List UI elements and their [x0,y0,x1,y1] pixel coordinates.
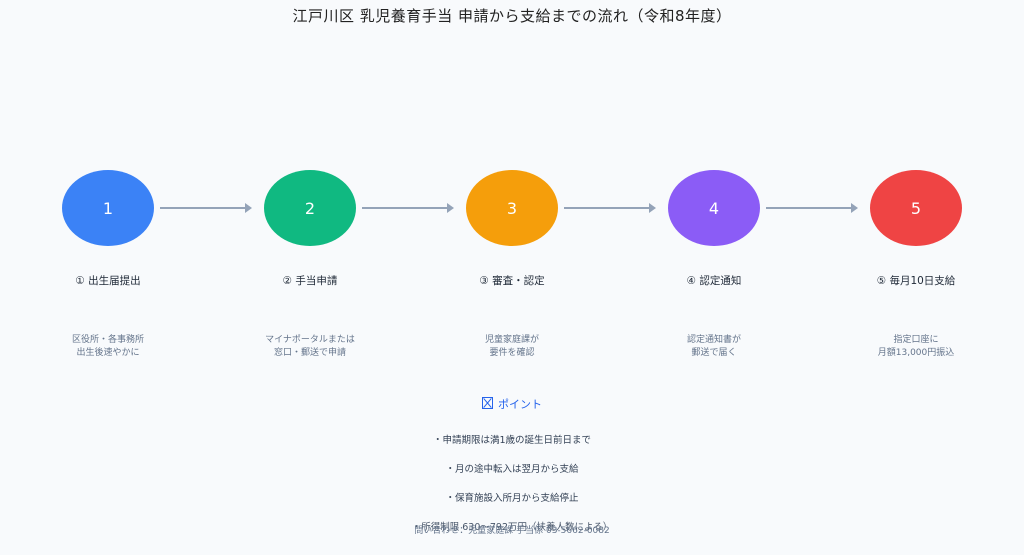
step-4-node: 4 [668,170,760,246]
arrow-2-3 [362,203,454,213]
step-1-desc-line1: 区役所・各事務所 [71,335,144,345]
step-3-desc-line2: 要件を確認 [489,348,535,358]
step-2-node: 2 [264,170,356,246]
step-1-number: 1 [102,198,114,218]
step-1-node: 1 [62,170,154,246]
step-3-desc-line1: 児童家庭課が [484,335,539,345]
step-2-description: マイナポータルまたは 窓口・郵送で申請 [210,334,410,360]
page-title: 江戸川区 乳児養育手当 申請から支給までの流れ（令和8年度） [292,7,732,25]
step-2-desc-line2: 窓口・郵送で申請 [273,348,346,358]
points-title: ポイント [498,398,542,411]
arrow-3-4 [564,203,656,213]
points-heading: ポイント [0,396,1024,412]
step-5-node: 5 [870,170,962,246]
step-4-description: 認定通知書が 郵送で届く [614,334,814,360]
step-3-label: ③ 審査・認定 [479,275,545,287]
step-1-desc-line2: 出生後速やかに [76,348,140,358]
checkbox-icon [482,397,493,409]
step-2-label: ② 手当申請 [282,275,338,287]
point-item-3: ・保育施設入所月から支給停止 [445,493,579,504]
step-3-node: 3 [466,170,558,246]
step-1-description: 区役所・各事務所 出生後速やかに [8,334,208,360]
arrow-1-2 [160,203,252,213]
step-3-description: 児童家庭課が 要件を確認 [412,334,612,360]
step-2-number: 2 [304,198,316,218]
arrow-4-5 [766,203,858,213]
step-4-desc-line2: 郵送で届く [691,348,737,358]
step-4-desc-line1: 認定通知書が [686,335,741,345]
step-2-desc-line1: マイナポータルまたは [265,335,355,345]
step-3-number: 3 [506,198,518,218]
step-1-label: ① 出生届提出 [75,275,141,287]
step-5-desc-line1: 指定口座に [893,335,939,345]
point-item-4: ・所得制限 630～792万円（扶養人数による） [411,522,613,533]
step-4-label: ④ 認定通知 [686,275,742,287]
step-5-description: 指定口座に 月額13,000円振込 [816,334,1016,360]
point-item-1: ・申請期限は満1歳の誕生日前日まで [432,435,592,446]
step-5-desc-line2: 月額13,000円振込 [877,348,955,358]
point-item-2: ・月の途中転入は翌月から支給 [445,464,579,475]
step-5-label: ⑤ 毎月10日支給 [876,275,956,287]
step-5-number: 5 [910,198,922,218]
contact-info: 問い合わせ：児童家庭課 手当係 03-5662-0082 [414,526,610,536]
step-4-number: 4 [708,198,720,218]
